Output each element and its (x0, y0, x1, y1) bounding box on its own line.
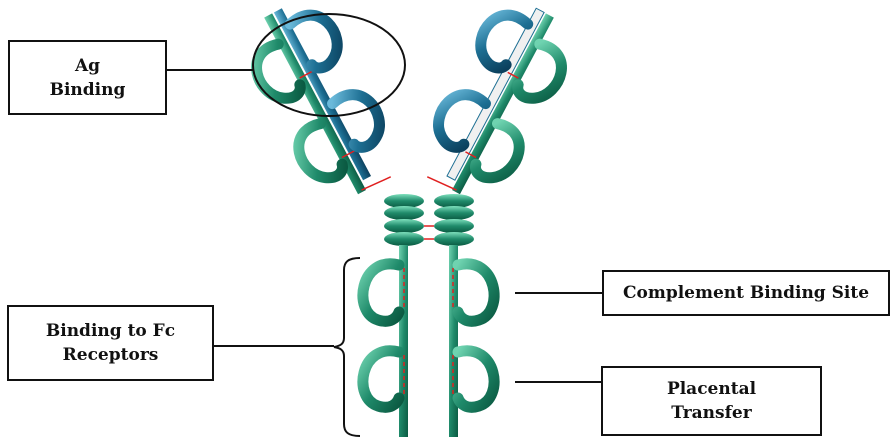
fc-right-strand (449, 245, 458, 437)
fc-receptor-bracket (334, 258, 360, 436)
fc-region (363, 245, 494, 437)
complement-binding-label: Complement Binding Site (602, 270, 890, 316)
placental-transfer-label: Placental Transfer (601, 366, 822, 436)
hinge-region (384, 194, 474, 246)
fc-right-ch3-domain (458, 351, 494, 407)
left-fab-arm (235, 0, 407, 210)
fc-left-ch2-domain (363, 264, 399, 321)
fc-receptors-label: Binding to Fc Receptors (7, 305, 214, 381)
right-fab-arm (411, 0, 583, 210)
fc-left-ch3-domain (363, 351, 399, 407)
fc-left-strand (399, 245, 408, 437)
fc-right-ch2-domain (458, 264, 494, 321)
ag-binding-label: Ag Binding (8, 40, 167, 115)
